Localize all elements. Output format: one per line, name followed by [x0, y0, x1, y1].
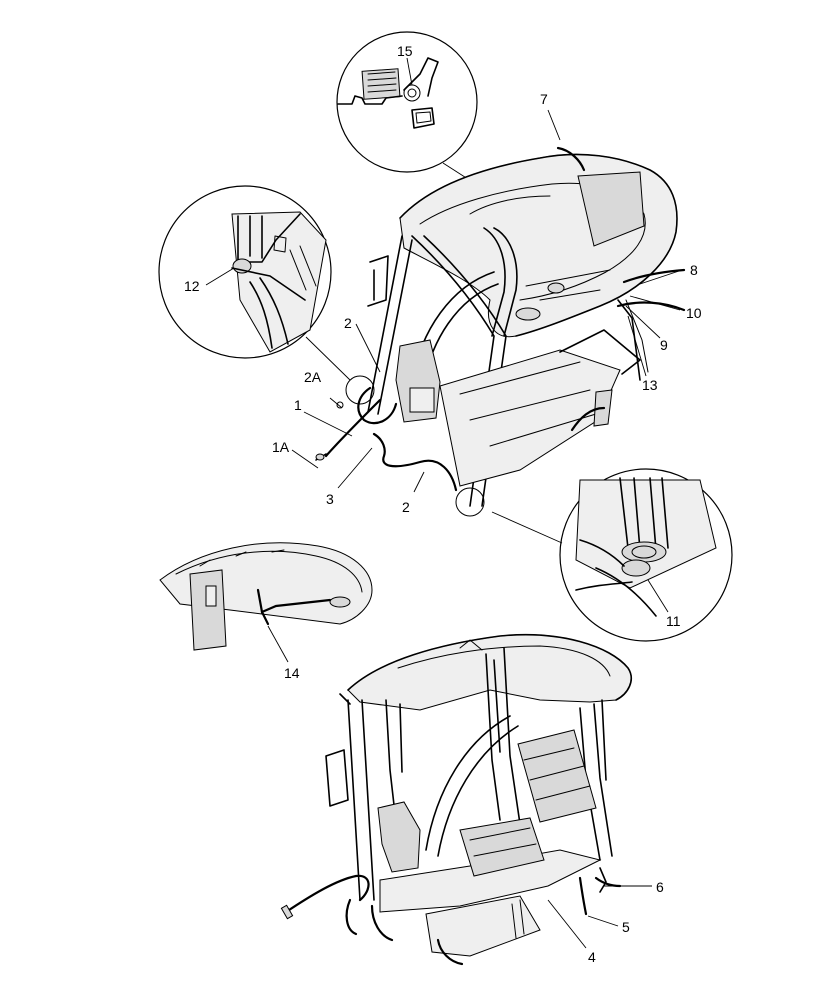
- callout-11: 11: [666, 613, 681, 629]
- callout-15: 15: [397, 43, 413, 59]
- callout-14: 14: [284, 665, 300, 681]
- callout-2-upper: 2: [344, 315, 352, 331]
- callout-1A: 1A: [272, 439, 290, 455]
- callout-13: 13: [642, 377, 658, 393]
- detail-view-15: [336, 31, 497, 198]
- upper-cab-assembly: [315, 146, 686, 517]
- callout-4: 4: [588, 949, 596, 965]
- detail-view-12: [158, 185, 351, 381]
- callout-2A: 2A: [304, 369, 322, 385]
- callout-1: 1: [294, 397, 302, 413]
- callout-3: 3: [326, 491, 334, 507]
- callout-7: 7: [540, 91, 548, 107]
- callout-6: 6: [656, 879, 664, 895]
- leader-lines: [291, 109, 683, 493]
- callout-8: 8: [690, 262, 698, 278]
- callout-10: 10: [686, 305, 702, 321]
- callout-2-lower: 2: [402, 499, 410, 515]
- side-panel-assembly: [159, 542, 373, 663]
- callout-12: 12: [184, 278, 200, 294]
- callout-5: 5: [622, 919, 630, 935]
- callout-9: 9: [660, 337, 668, 353]
- lower-cab-assembly: [280, 633, 652, 966]
- detail-view-11: [491, 468, 733, 642]
- callout-labels: 15 7 12 8 10 2 9 2A 13 1 1A 3 2 11 14 6 …: [184, 43, 702, 965]
